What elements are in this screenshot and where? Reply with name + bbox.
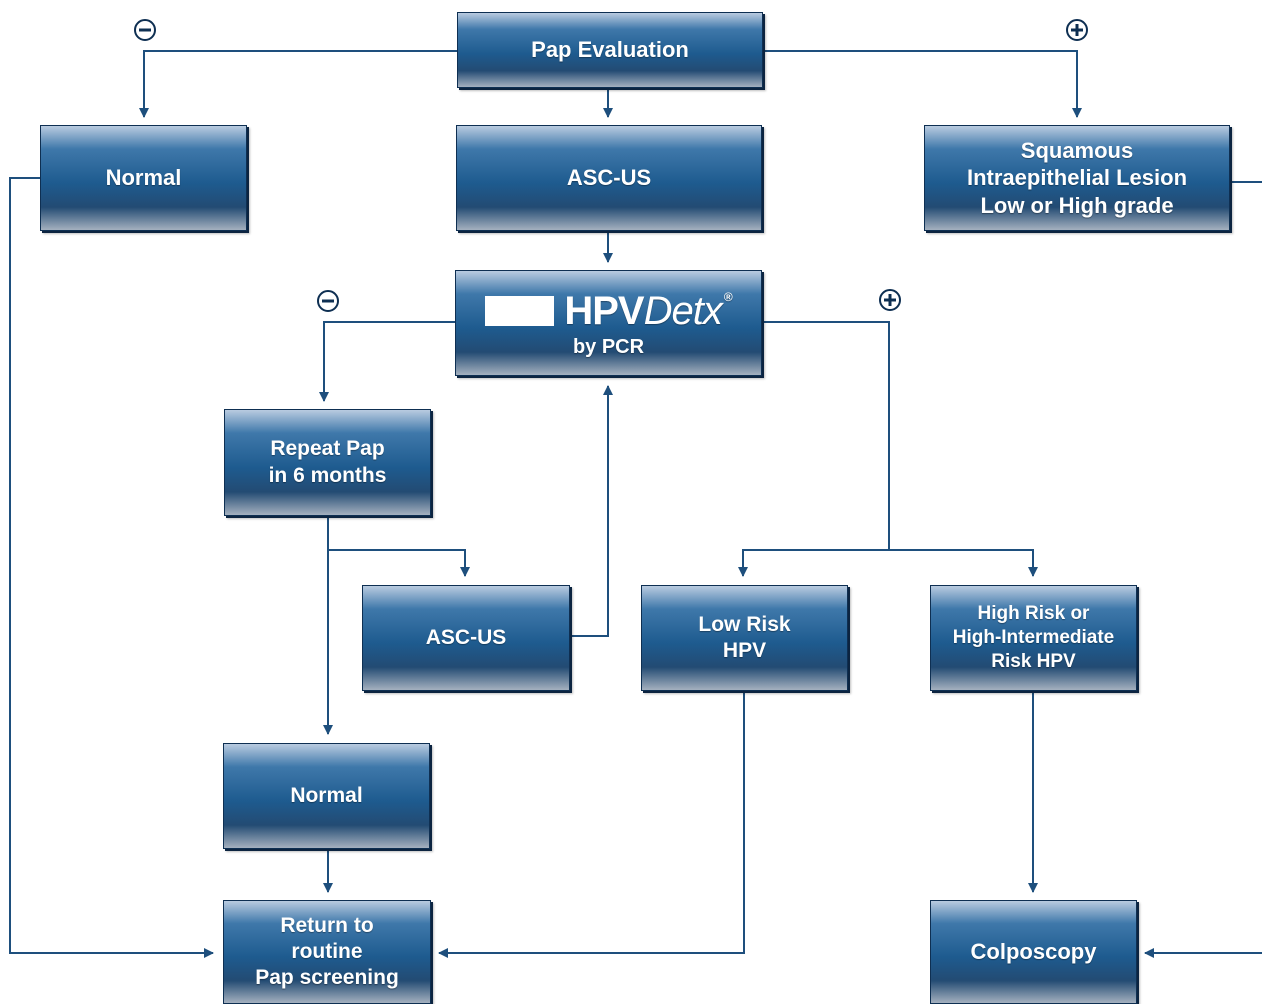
edge-to-high-risk xyxy=(889,549,1038,577)
node-pap-evaluation: Pap Evaluation xyxy=(457,12,763,88)
edge-low-risk-to-return xyxy=(438,693,745,958)
node-label: Colposcopy xyxy=(970,939,1097,965)
edge-pap-to-normal xyxy=(139,50,457,118)
logo-mark-icon xyxy=(485,295,555,326)
edge-to-low-risk xyxy=(738,549,889,577)
node-label-line: Intraepithelial Lesion xyxy=(966,165,1188,191)
node-asc-us-repeat: ASC-US xyxy=(362,585,570,691)
node-return-routine-pap: Return to routine Pap screening xyxy=(223,900,431,1004)
node-label-line: Squamous xyxy=(1020,137,1134,163)
node-normal-repeat: Normal xyxy=(223,743,430,849)
node-label-line: Low Risk xyxy=(698,612,791,636)
node-label-line: High Risk or xyxy=(977,603,1090,625)
node-normal-top: Normal xyxy=(40,125,247,231)
edge-ascus-repeat-to-hpvdetx xyxy=(570,385,613,637)
node-label-line: in 6 months xyxy=(268,463,387,487)
node-label-line: HPV xyxy=(722,639,767,662)
negative-sign-icon xyxy=(317,290,339,312)
node-label-line: Risk HPV xyxy=(991,650,1076,672)
node-hpvdetx-by-pcr: HPVDetx® by PCR xyxy=(455,270,762,376)
node-label-line: routine xyxy=(291,939,363,963)
logo-wordmark: HPVDetx® xyxy=(564,288,733,333)
edge-hpv-positive-split xyxy=(762,321,890,550)
node-low-risk-hpv: Low Risk HPV xyxy=(641,585,848,691)
node-label-line: Return to xyxy=(280,913,374,937)
node-label-line: Repeat Pap xyxy=(270,437,385,461)
node-label: ASC-US xyxy=(566,165,652,191)
node-label-line: High-Intermediate xyxy=(952,627,1115,649)
node-label-line: Low or High grade xyxy=(980,192,1174,218)
node-label: ASC-US xyxy=(425,625,507,649)
positive-sign-icon xyxy=(879,289,901,311)
edge-normal-to-return xyxy=(9,177,214,958)
hpvdetx-logo: HPVDetx® xyxy=(485,288,733,333)
edge-repeat-to-ascus xyxy=(327,516,470,577)
node-label: Normal xyxy=(105,165,182,191)
node-label: Normal xyxy=(290,783,363,807)
logo-detx: Detx xyxy=(643,288,723,333)
node-label-line: Pap screening xyxy=(255,966,399,990)
logo-hpv: HPV xyxy=(564,288,644,333)
node-asc-us-top: ASC-US xyxy=(456,125,762,231)
node-label: by PCR xyxy=(572,335,645,358)
node-squamous-intraepithelial-lesion: Squamous Intraepithelial Lesion Low or H… xyxy=(924,125,1230,231)
node-label: Pap Evaluation xyxy=(531,37,689,63)
node-high-risk-hpv: High Risk or High-Intermediate Risk HPV xyxy=(930,585,1137,691)
registered-mark: ® xyxy=(723,289,733,304)
edge-hpv-negative-to-repeat xyxy=(319,321,455,402)
negative-sign-icon xyxy=(134,19,156,41)
node-colposcopy: Colposcopy xyxy=(930,900,1137,1004)
node-repeat-pap: Repeat Pap in 6 months xyxy=(224,409,431,516)
positive-sign-icon xyxy=(1066,19,1088,41)
edge-pap-to-sil xyxy=(763,50,1082,118)
